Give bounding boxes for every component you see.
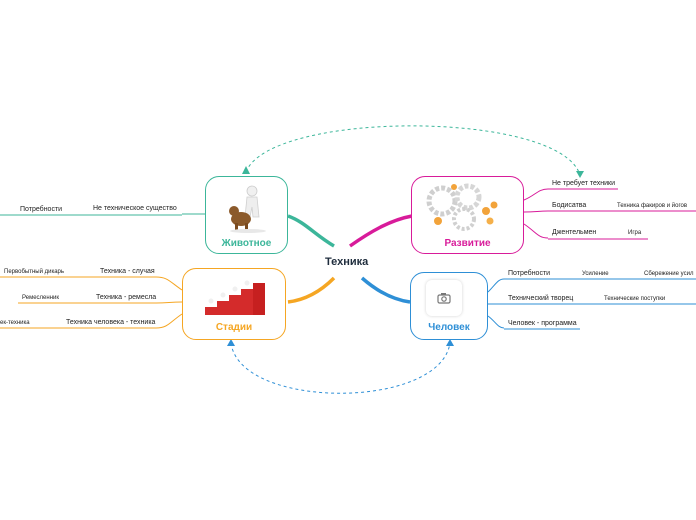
dog-with-person-image [229, 185, 266, 233]
connector-human [360, 276, 411, 304]
human-topic-2[interactable]: Технический творец [508, 295, 574, 302]
dev-link-3 [523, 223, 549, 239]
node-human[interactable]: Человек [410, 272, 488, 340]
node-animal[interactable]: Животное [205, 176, 288, 254]
dev-subtopic-3[interactable]: Игра [628, 230, 642, 236]
stages-link-3 [155, 313, 183, 329]
dev-subtopic-2[interactable]: Техника факиров и йогов [617, 203, 688, 209]
arrow-head-top-start [242, 166, 250, 174]
human-subtopic-1-2[interactable]: Сбережение усил [644, 271, 694, 277]
node-stages[interactable]: Стадии [182, 268, 286, 340]
stages-link-1 [155, 276, 183, 291]
dev-topic-2[interactable]: Бодисатва [552, 202, 587, 209]
relation-arc-top [245, 125, 581, 176]
stages-topic-2[interactable]: Техника - ремесла [96, 294, 157, 301]
human-subtopic-2[interactable]: Технические поступки [604, 296, 666, 302]
camera-icon [437, 293, 451, 304]
connector-animal [287, 214, 335, 248]
connector-development [348, 214, 413, 248]
human-topic-1[interactable]: Потребности [508, 270, 551, 277]
relation-arc-bottom [230, 342, 451, 394]
stages-topic-1[interactable]: Техника - случая [100, 268, 155, 275]
human-topic-3[interactable]: Человек - программа [508, 320, 577, 327]
dev-link-2 [523, 210, 549, 213]
stages-subtopic-2[interactable]: Ремесленник [22, 295, 59, 301]
node-stages-label: Стадии [215, 322, 253, 333]
node-development-label: Развитие [444, 238, 491, 249]
central-topic[interactable]: Техника [325, 256, 369, 268]
stages-topic-3[interactable]: Техника человека - техника [66, 319, 156, 326]
image-placeholder [426, 280, 462, 316]
dev-topic-1[interactable]: Не требует техники [552, 180, 616, 187]
connector-stages [287, 276, 336, 304]
animal-subtopic-1[interactable]: Потребности [20, 206, 63, 213]
arrow-head-bottom-left [227, 339, 235, 346]
arrow-head-top-end [576, 171, 584, 178]
dev-link-1 [523, 188, 549, 201]
human-subtopic-1[interactable]: Усиление [582, 271, 609, 277]
node-development[interactable]: Развитие [411, 176, 524, 254]
human-link-1 [487, 278, 505, 293]
stages-link-2 [155, 301, 183, 304]
gears-image [426, 183, 498, 231]
stages-subtopic-1[interactable]: Первобытный дикарь [4, 269, 64, 275]
node-animal-label: Животное [221, 238, 272, 249]
animal-topic-1[interactable]: Не техническое существо [93, 205, 177, 212]
stages-subtopic-3[interactable]: ек-техника [0, 320, 30, 326]
node-human-label: Человек [428, 322, 470, 333]
arrow-head-bottom-right [446, 339, 454, 346]
dev-topic-3[interactable]: Джентельмен [552, 229, 597, 236]
stairs-people-image [205, 280, 265, 315]
human-link-3 [487, 315, 505, 329]
